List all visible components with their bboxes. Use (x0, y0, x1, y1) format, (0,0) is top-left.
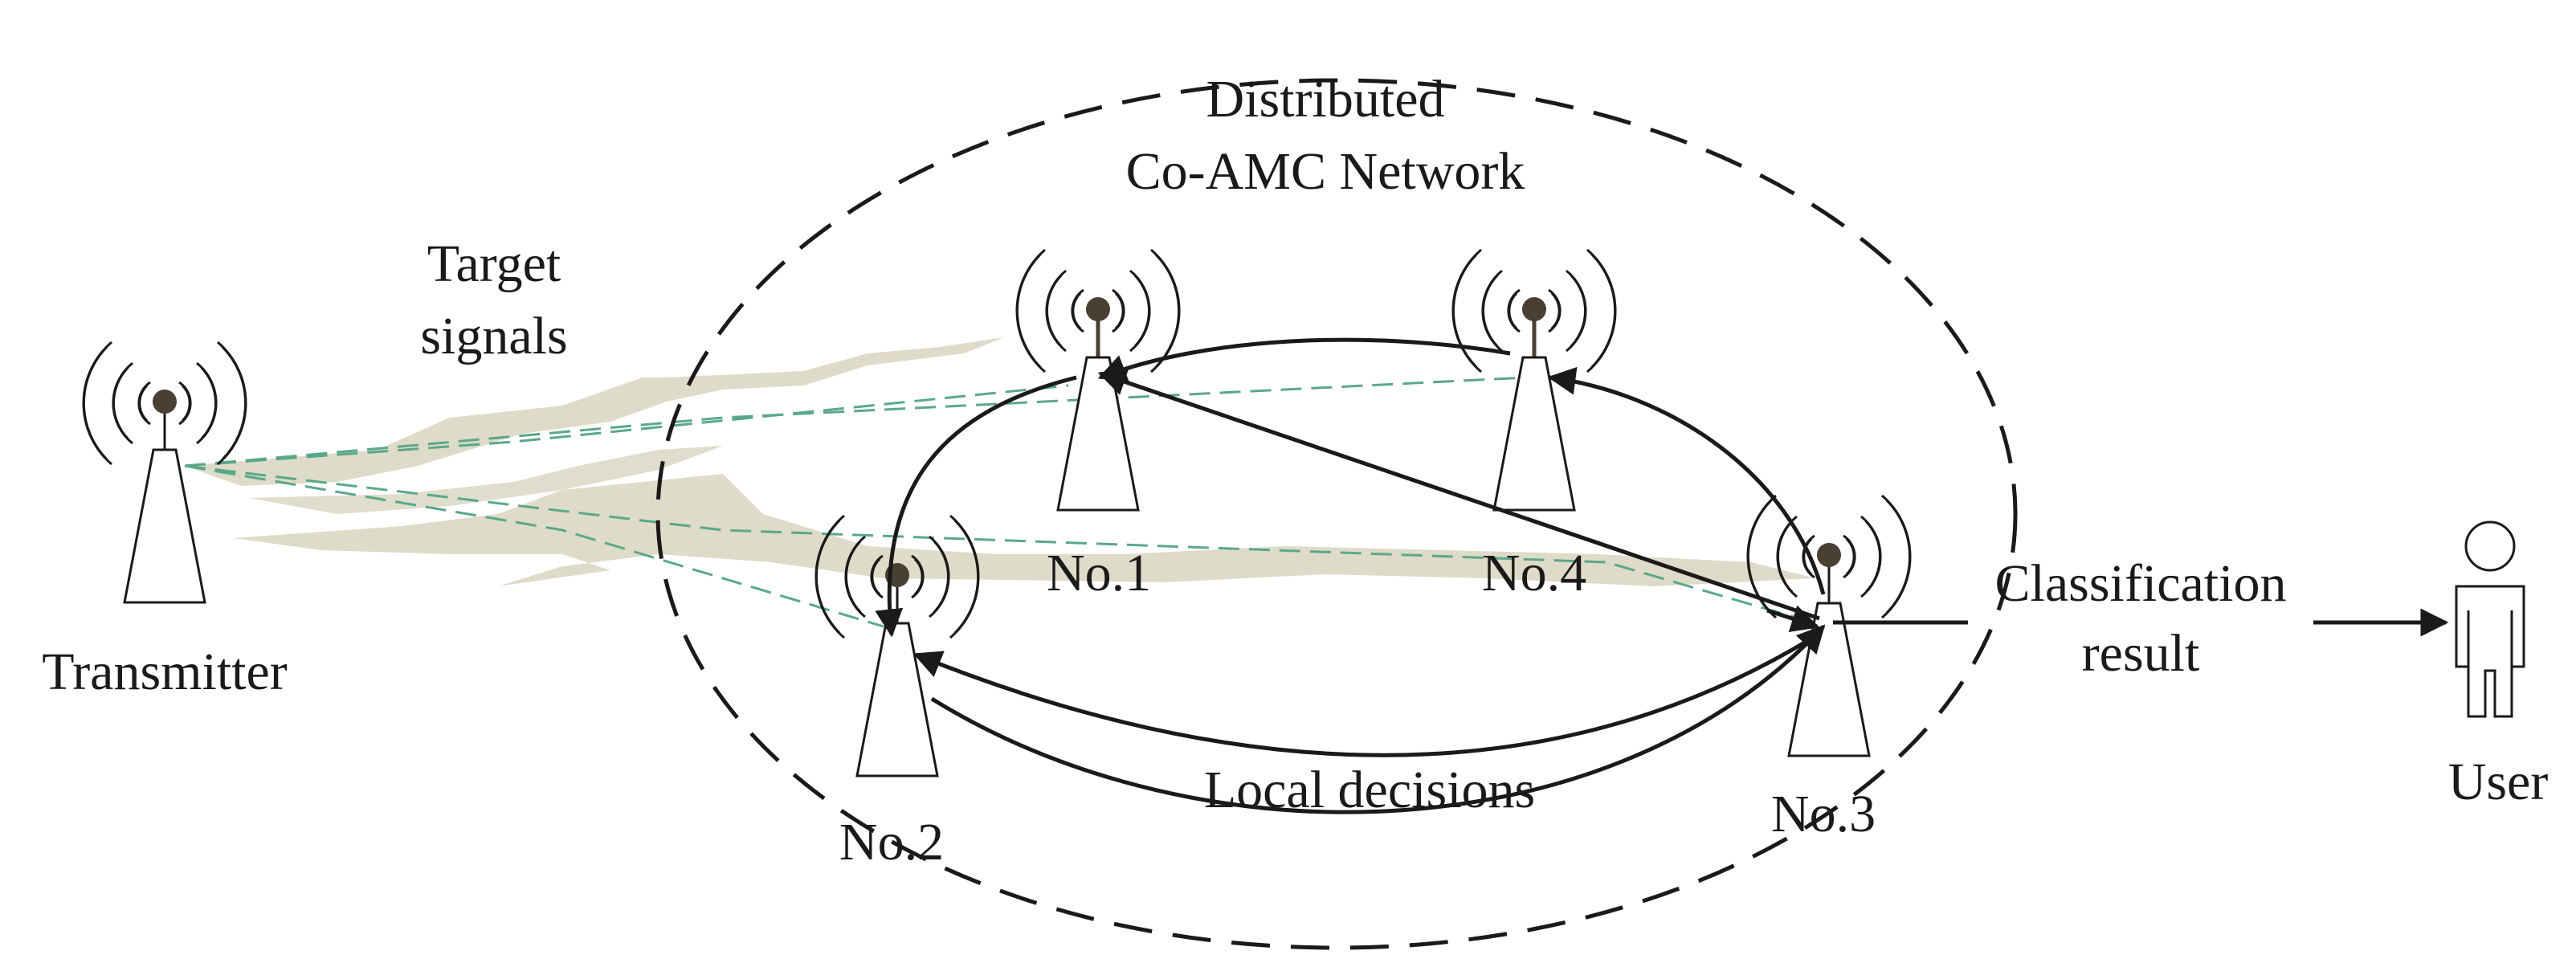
distributed-network-boundary (655, 78, 2018, 950)
classification-label-line2: result (2082, 624, 2200, 683)
transmitter-label: Transmitter (42, 643, 288, 701)
arrow-node4-to-node1 (1097, 337, 1511, 382)
node-4-label: No.4 (1482, 544, 1586, 602)
node-3-tower (1746, 494, 1912, 757)
signal-beam-lower (233, 474, 1815, 586)
transmitter-tower (82, 341, 247, 604)
node-4-antenna-ball (1522, 297, 1546, 321)
signal-beam-upper (185, 337, 1004, 486)
arrow-node3-to-node2 (912, 636, 1813, 757)
signal-dash-lines (184, 376, 1800, 628)
local-decisions-label: Local decisions (1204, 761, 1535, 819)
target-signals-label-line2: signals (420, 307, 567, 365)
node-1-tower (1015, 248, 1181, 512)
node-4-tower (1451, 248, 1617, 512)
target-signals-label-line1: Target (427, 235, 561, 293)
user-icon (2455, 520, 2525, 718)
local-decision-arrows (875, 337, 1826, 814)
transmitter-antenna-ball (153, 390, 177, 414)
signal-line-to-node4 (184, 376, 1527, 467)
arrow-node3-fan-out (1766, 605, 1820, 632)
node-2-label: No.2 (839, 813, 944, 871)
arrow-node2-to-node3 (930, 624, 1826, 814)
arrow-node3-to-node4 (1547, 366, 1826, 595)
arrow-node3-to-node1 (1097, 368, 1820, 621)
signal-line-to-node3 (184, 464, 1800, 620)
arrow-node1-to-node2 (875, 375, 1077, 638)
node-3-antenna-ball (1817, 543, 1841, 567)
node-1-label: No.1 (1047, 544, 1151, 602)
classification-label-line1: Classification (1995, 554, 2287, 613)
node-1-antenna-ball (1086, 297, 1110, 321)
network-label-line2: Co-AMC Network (1126, 142, 1525, 201)
signal-line-to-node2 (184, 464, 884, 628)
signal-line-to-node1 (184, 384, 1069, 467)
user-label: User (2448, 753, 2549, 811)
network-label-line1: Distributed (1206, 70, 1445, 129)
node-3-label: No.3 (1771, 785, 1876, 843)
